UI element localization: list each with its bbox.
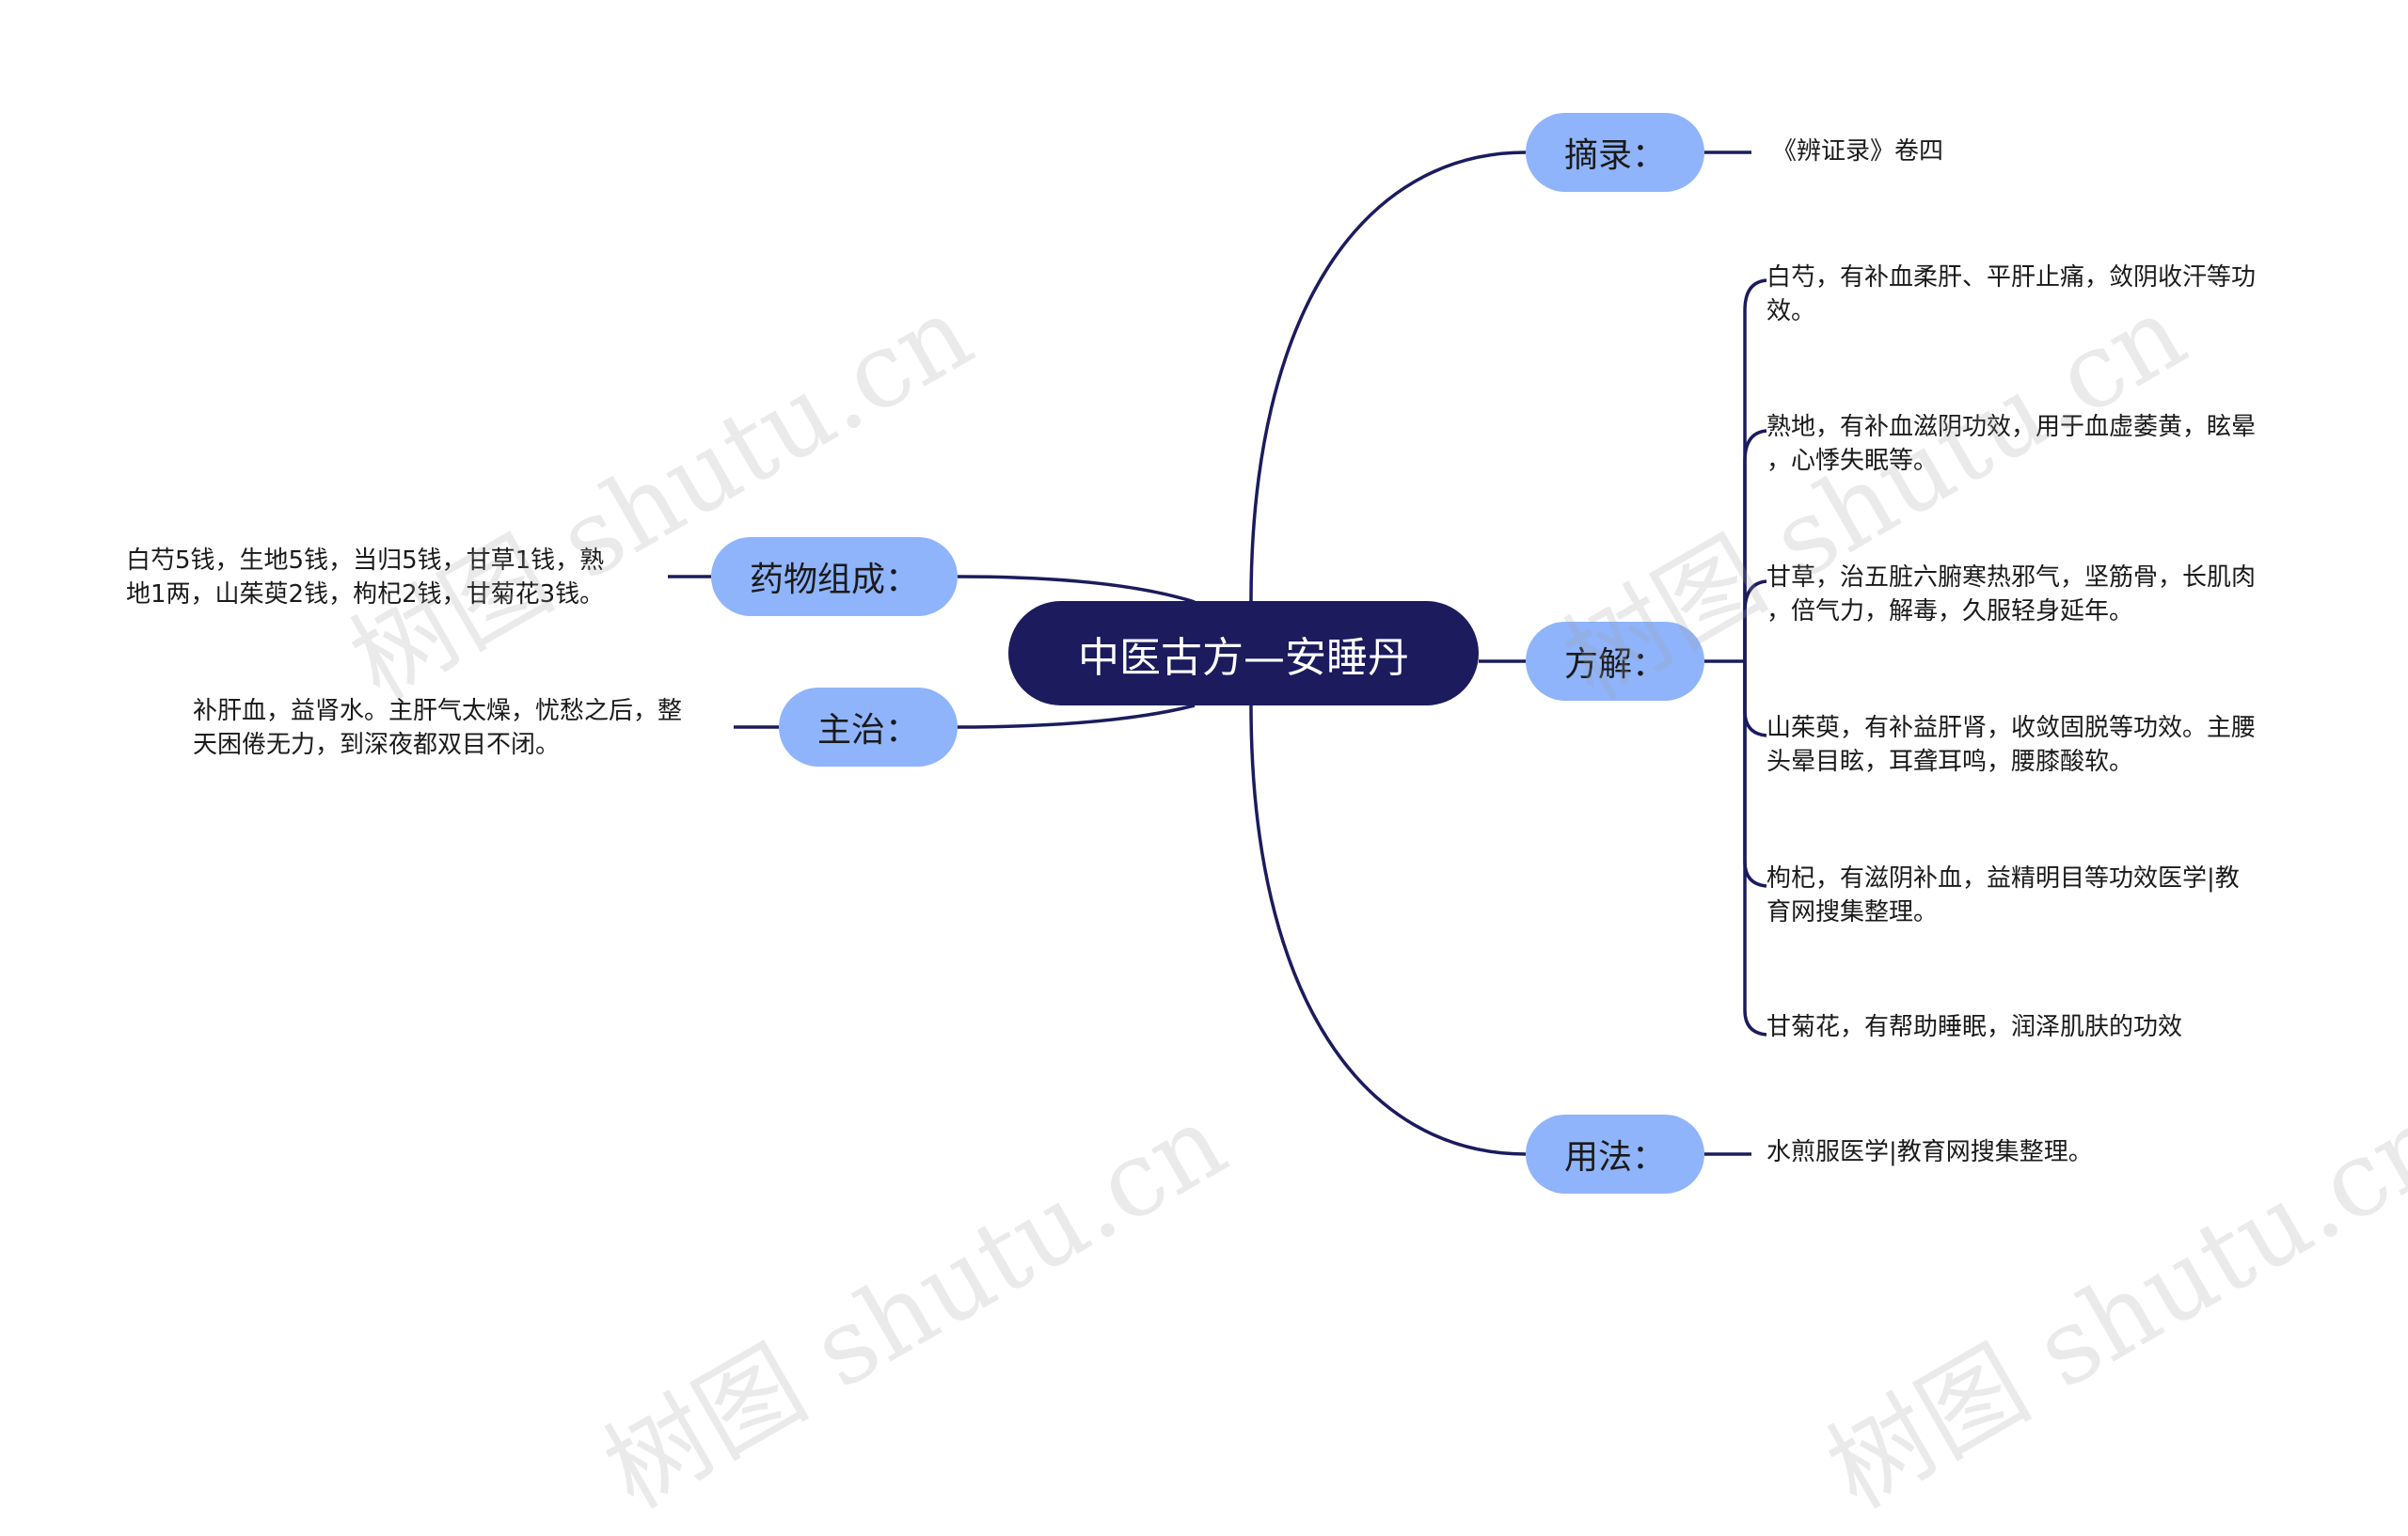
link-formula-leaf-1 bbox=[1743, 429, 1767, 661]
leaf-formula-gouqi[interactable]: 枸杞，有滋阴补血，益精明目等功效医学|教 育网搜集整理。 bbox=[1766, 864, 2240, 926]
branch-excerpt[interactable]: 摘录： bbox=[1526, 113, 1704, 192]
link-formula-leaf-3 bbox=[1743, 661, 1767, 737]
link-formula-leaf-2 bbox=[1743, 579, 1767, 661]
leaf-indications-text[interactable]: 补肝血，益肾水。主肝气太燥，忧愁之后，整 天困倦无力，到深夜都双目不闭。 bbox=[193, 697, 683, 759]
leaf-ingredients-list[interactable]: 白芍5钱，生地5钱，当归5钱，甘草1钱，熟 地1两，山茱萸2钱，枸杞2钱，甘菊花… bbox=[126, 546, 605, 609]
central-topic[interactable]: 中医古方—安睡丹 bbox=[1008, 601, 1479, 705]
link-formula-leaf-5 bbox=[1743, 661, 1767, 1037]
leaf-formula-shanzhuyu[interactable]: 山茱萸，有补益肝肾，收敛固脱等功效。主腰 头晕目眩，耳聋耳鸣，腰膝酸软。 bbox=[1766, 714, 2257, 776]
link-formula-leaf-0 bbox=[1743, 278, 1767, 661]
leaf-formula-shudi[interactable]: 熟地，有补血滋阴功效，用于血虚萎黄，眩晕 ，心悸失眠等。 bbox=[1766, 413, 2257, 475]
branch-indications[interactable]: 主治： bbox=[779, 688, 958, 767]
link-root-ingredients bbox=[957, 575, 1196, 604]
link-root-indications bbox=[957, 704, 1196, 729]
branch-ingredients[interactable]: 药物组成： bbox=[711, 537, 958, 616]
leaf-usage-method[interactable]: 水煎服医学|教育网搜集整理。 bbox=[1766, 1138, 2093, 1166]
connector-lines bbox=[668, 150, 1767, 1156]
leaf-formula-gancao[interactable]: 甘草，治五脏六腑寒热邪气，坚筋骨，长肌肉 ，倍气力，解毒，久服轻身延年。 bbox=[1766, 563, 2257, 625]
link-root-usage bbox=[1249, 705, 1527, 1156]
link-formula-leaf-4 bbox=[1743, 661, 1767, 888]
link-root-excerpt bbox=[1249, 150, 1527, 603]
branch-formula-analysis[interactable]: 方解： bbox=[1526, 622, 1704, 701]
leaf-formula-ganjuhua[interactable]: 甘菊花，有帮助睡眠，润泽肌肤的功效 bbox=[1766, 1013, 2183, 1041]
leaf-formula-baishao[interactable]: 白芍，有补血柔肝、平肝止痛，敛阴收汗等功 效。 bbox=[1766, 263, 2257, 325]
leaf-excerpt-source[interactable]: 《辨证录》卷四 bbox=[1772, 137, 1944, 166]
branch-usage[interactable]: 用法： bbox=[1526, 1115, 1704, 1194]
